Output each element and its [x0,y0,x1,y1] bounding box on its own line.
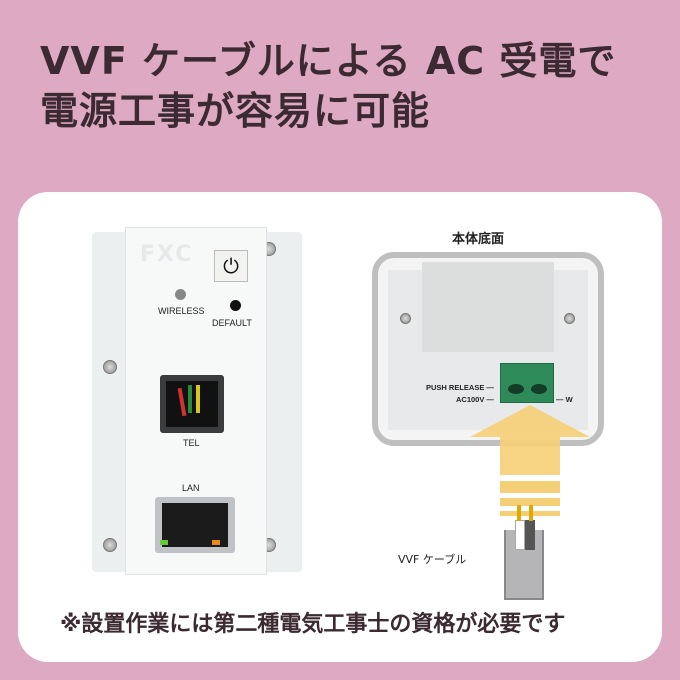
lan-label: LAN [182,483,200,493]
bottom-view-caption: 本体底面 [452,232,505,247]
default-reset-button[interactable] [230,300,241,311]
lan-port-opening [162,503,228,547]
ac-terminal-block [500,363,554,403]
power-icon: ⏻ [223,254,239,278]
screw-icon [103,360,117,374]
headline: VVF ケーブルによる AC 受電で 電源工事が容易に可能 [40,36,616,136]
copper-conductor [517,505,521,521]
power-button[interactable]: ⏻ [214,250,248,282]
default-label: DEFAULT [212,318,252,328]
brand-logo: FXC [140,242,194,267]
lan-led-orange [212,540,220,545]
vvf-cable-label: VVF ケーブル [398,553,467,566]
w-label: — W [556,395,573,404]
tel-wire-green [188,385,192,413]
wireless-led [175,289,186,300]
cable-wire-white [515,520,525,550]
ac100v-label: AC100V — [456,395,494,404]
tel-label: TEL [183,438,200,448]
screw-icon [564,313,575,324]
copper-conductor [529,505,533,521]
wireless-label: WIRELESS [158,306,205,316]
footnote: ※設置作業には第二種電気工事士の資格が必要です [60,612,566,637]
headline-line2: 電源工事が容易に可能 [40,89,431,133]
tel-wire-yellow [196,385,200,413]
cable-wire-black [525,520,535,550]
headline-line1: VVF ケーブルによる AC 受電で [40,39,617,83]
screw-icon [103,538,117,552]
screw-icon [400,313,411,324]
device-back-cover [422,262,554,352]
lan-led-green [160,540,168,545]
tel-port-opening [166,381,218,427]
push-release-label: PUSH RELEASE — [426,383,494,392]
